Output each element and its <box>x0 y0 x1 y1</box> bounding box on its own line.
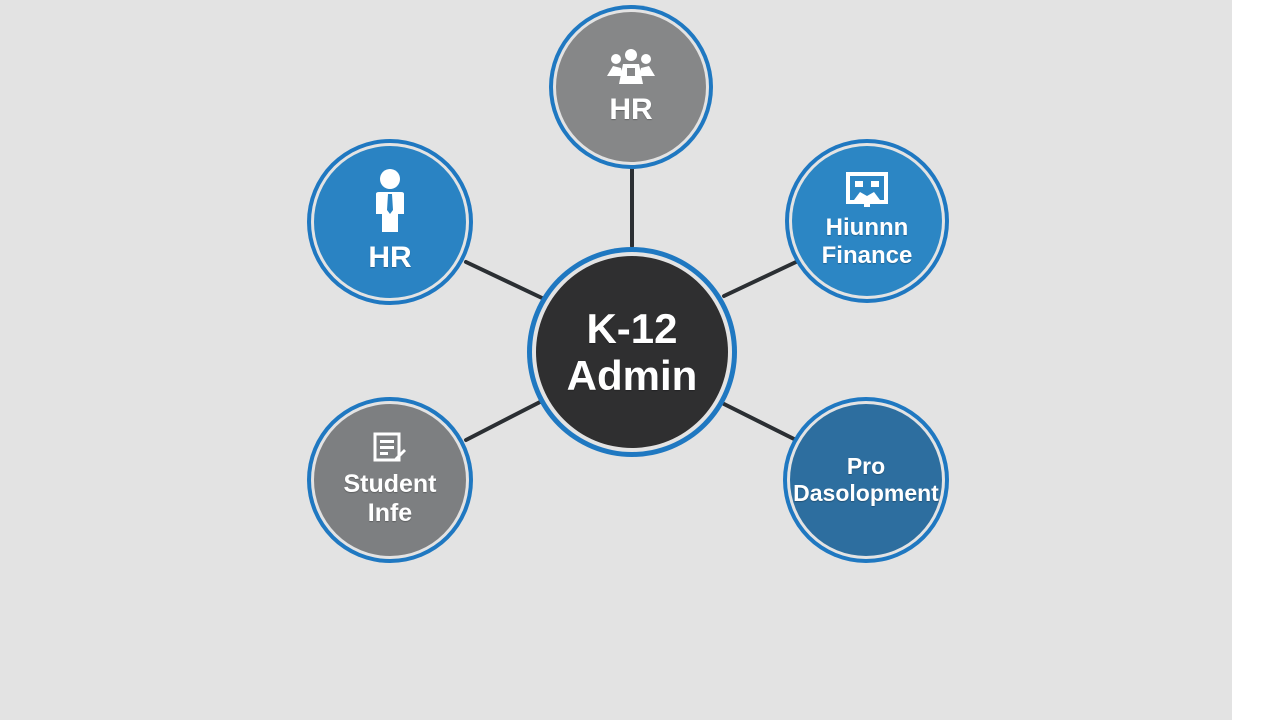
team-icon <box>607 49 655 85</box>
node-hr-left: HR <box>314 146 466 298</box>
center-label: K-12 Admin <box>566 304 698 399</box>
page-edge-strip <box>1232 0 1280 720</box>
node-label: Hiunnn Finance <box>821 213 913 269</box>
node-finance: Hiunnn Finance <box>792 146 942 296</box>
node-pro-development: Pro Dasolopment <box>790 404 942 556</box>
node-label: Student Infe <box>343 469 437 528</box>
node-hr-top: HR <box>556 12 706 162</box>
connector-bottom-right <box>722 402 798 442</box>
node-label: Pro Dasolopment <box>793 452 939 506</box>
person-tie-icon <box>376 169 404 233</box>
presentation-board-icon <box>846 171 888 207</box>
node-student-info: Student Infe <box>314 404 466 556</box>
connector-left <box>464 260 544 300</box>
node-label: HR <box>368 241 412 275</box>
node-center-k12-admin: K-12 Admin <box>536 256 728 448</box>
document-edit-icon <box>373 432 406 461</box>
connector-bottom-left <box>464 400 542 442</box>
connector-right <box>722 260 798 298</box>
node-label: HR <box>609 93 653 127</box>
